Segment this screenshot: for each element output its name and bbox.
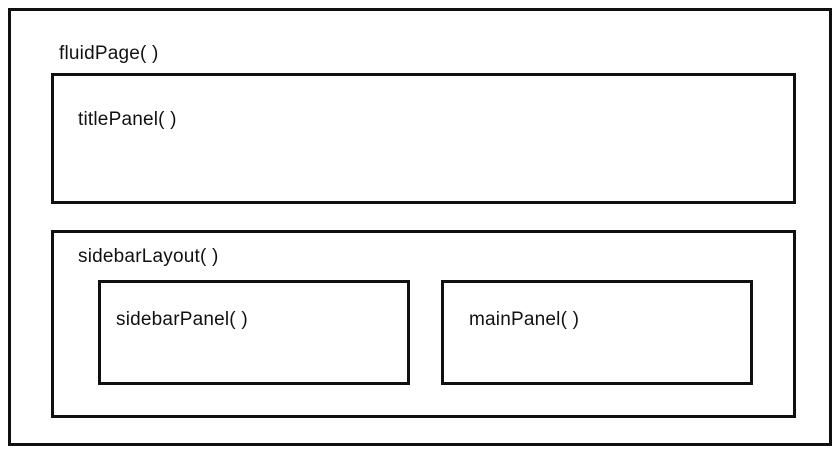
sidebarpanel-label: sidebarPanel( ) [116, 309, 248, 330]
sidebarpanel-box: sidebarPanel( ) [98, 280, 410, 385]
mainpanel-box: mainPanel( ) [441, 280, 753, 385]
fluidpage-box: fluidPage( ) titlePanel( ) sidebarLayout… [8, 8, 832, 446]
mainpanel-label: mainPanel( ) [469, 309, 580, 330]
fluidpage-label: fluidPage( ) [59, 43, 159, 64]
titlepanel-label: titlePanel( ) [78, 109, 177, 130]
sidebarlayout-label: sidebarLayout( ) [78, 246, 219, 267]
titlepanel-box: titlePanel( ) [51, 73, 796, 204]
sidebarlayout-box: sidebarLayout( ) sidebarPanel( ) mainPan… [51, 230, 796, 418]
